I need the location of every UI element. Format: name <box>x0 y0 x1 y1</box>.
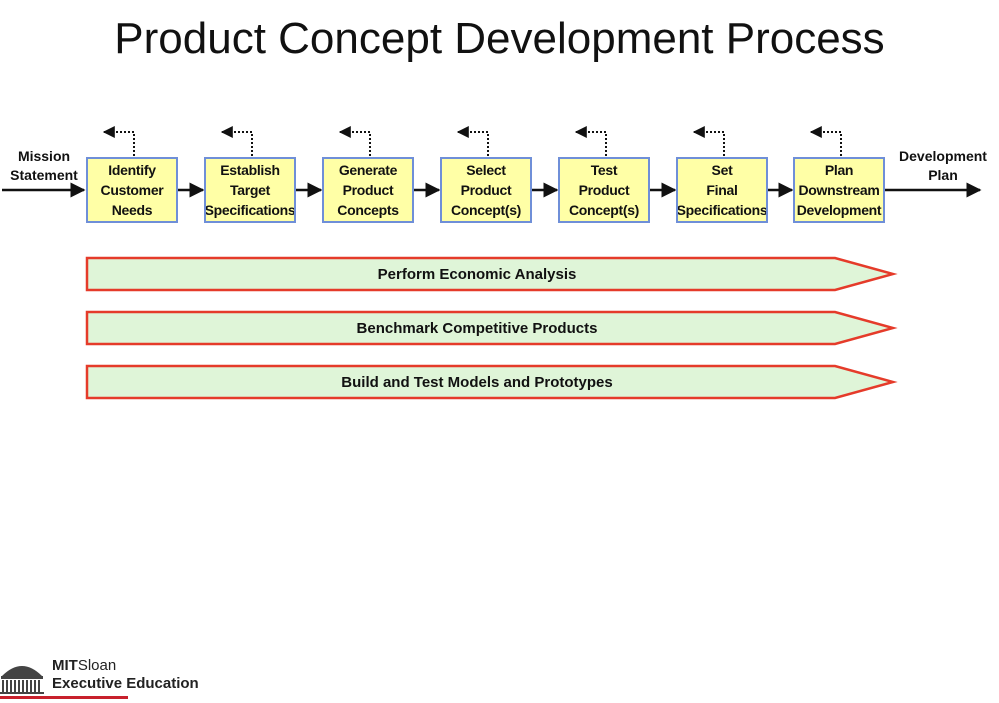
step-label-line: Product <box>460 182 512 198</box>
step-label-line: Concepts <box>337 202 399 218</box>
logo-text: MITSloan Executive Education <box>52 657 199 693</box>
page-title: Product Concept Development Process <box>114 14 885 63</box>
step-label-line: Product <box>578 182 630 198</box>
activity-label-1: Perform Economic Analysis <box>377 265 577 283</box>
step-label-line: Establish <box>220 162 280 178</box>
activity-arrow-3 <box>85 364 898 400</box>
input-label-line: Statement <box>10 167 78 183</box>
step-label-line: Test <box>590 162 618 178</box>
output-label-development-plan: Development Plan <box>893 147 993 185</box>
input-label-mission-statement: Mission Statement <box>6 147 82 185</box>
logo-mit: MIT <box>52 657 78 674</box>
input-label-line: Mission <box>17 148 71 164</box>
output-label-line: Plan <box>928 167 958 183</box>
step-label-line: Concept(s) <box>450 202 522 218</box>
step-label-line: Set <box>711 162 733 178</box>
activity-arrow-2 <box>85 310 898 346</box>
step-label-line: Generate <box>338 162 398 178</box>
step-label-line: Product <box>342 182 394 198</box>
step-label-line: Customer <box>100 182 164 198</box>
step-label-line: Target <box>230 182 270 198</box>
step-label-line: Specifications <box>676 202 768 218</box>
logo-sloan: Sloan <box>77 657 117 674</box>
step-label-line: Needs <box>111 202 153 218</box>
activity-label-3: Build and Test Models and Prototypes <box>341 373 613 391</box>
step-label-line: Plan <box>824 162 854 178</box>
step-label-line: Final <box>706 182 738 198</box>
logo-underline <box>0 696 128 699</box>
step-label-line: Concept(s) <box>568 202 640 218</box>
step-label-line: Specifications <box>204 202 296 218</box>
step-label-line: Select <box>466 162 506 178</box>
logo-executive-education: Executive Education <box>52 675 199 692</box>
activity-arrow-1 <box>85 256 898 292</box>
step-label-line: Identify <box>108 162 156 178</box>
activity-label-2: Benchmark Competitive Products <box>356 319 598 337</box>
step-label-line: Development <box>796 202 882 218</box>
output-label-line: Development <box>899 148 987 164</box>
mit-dome-logo-icon <box>0 666 128 699</box>
step-label-line: Downstream <box>798 182 880 198</box>
